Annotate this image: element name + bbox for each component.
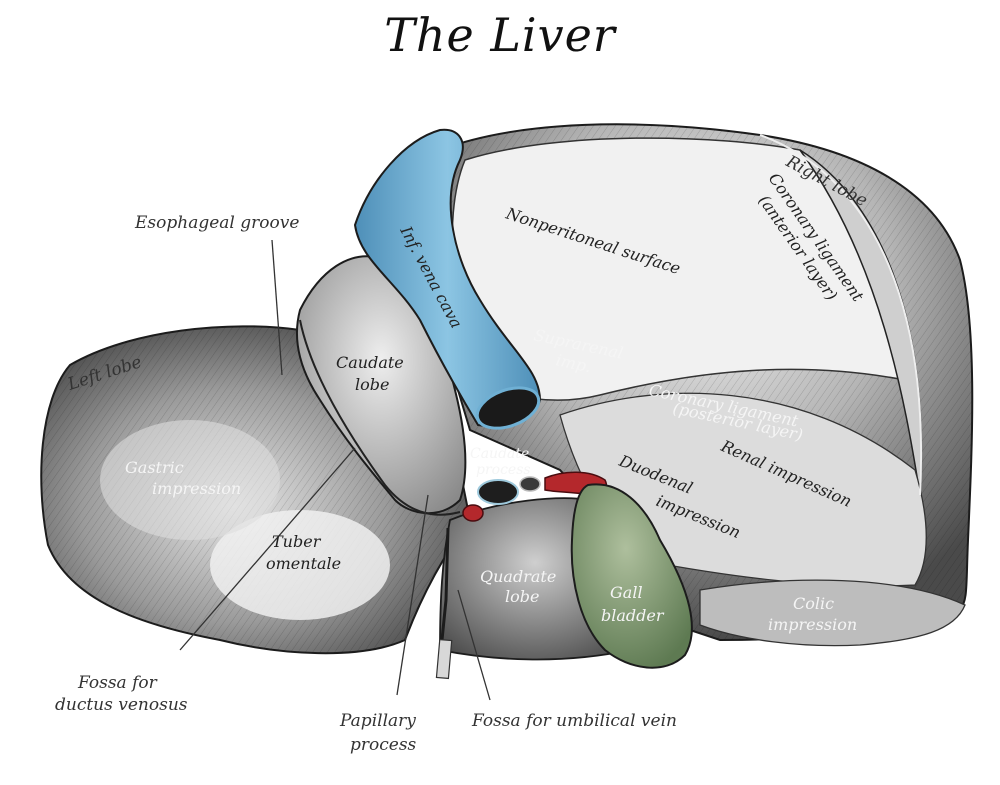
diagram-title: The Liver	[384, 8, 616, 62]
label-esophageal-groove: Esophageal groove	[134, 213, 299, 233]
label-caudate-process-1: Caudate	[470, 446, 529, 462]
gall-bladder-shape	[570, 483, 693, 669]
ductus-venosus-fissure	[299, 319, 461, 516]
portal-vessel-small	[519, 476, 541, 492]
label-caudate-process-2: process	[476, 462, 531, 478]
portal-vessel-dark	[477, 479, 519, 505]
label-fossa-umbilical: Fossa for umbilical vein	[471, 711, 677, 731]
label-gastric-2: impression	[152, 479, 241, 498]
gastric-impression-area	[100, 420, 280, 540]
label-gastric-1: Gastric	[125, 458, 184, 477]
leader-esophageal-groove	[271, 239, 283, 376]
label-papillary-2: process	[350, 735, 417, 755]
colic-impression-area	[699, 579, 966, 647]
label-papillary-1: Papillary	[339, 711, 416, 731]
label-colic-2: impression	[768, 615, 857, 634]
label-fossa-ductus-1: Fossa for	[77, 673, 158, 693]
label-tuber-1: Tuber	[272, 532, 322, 551]
red-vessel-left	[462, 504, 484, 522]
label-quadrate-2: lobe	[505, 587, 539, 606]
vena-cava-opening	[475, 386, 541, 430]
leader-fossa-ductus	[179, 447, 356, 651]
leader-fossa-umbilical	[457, 589, 491, 701]
label-quadrate-1: Quadrate	[480, 567, 556, 586]
label-gall-1: Gall	[610, 583, 643, 602]
tuber-omentale-area	[210, 510, 390, 620]
label-gall-2: bladder	[601, 606, 665, 625]
leader-papillary	[396, 494, 429, 696]
label-colic-1: Colic	[793, 594, 834, 613]
label-caudate-lobe-1: Caudate	[336, 353, 404, 372]
round-ligament	[435, 638, 453, 680]
label-caudate-lobe-2: lobe	[355, 375, 389, 394]
label-fossa-ductus-2: ductus venosus	[55, 695, 188, 715]
inferior-vena-cava	[353, 128, 542, 428]
label-tuber-2: omentale	[266, 554, 341, 573]
